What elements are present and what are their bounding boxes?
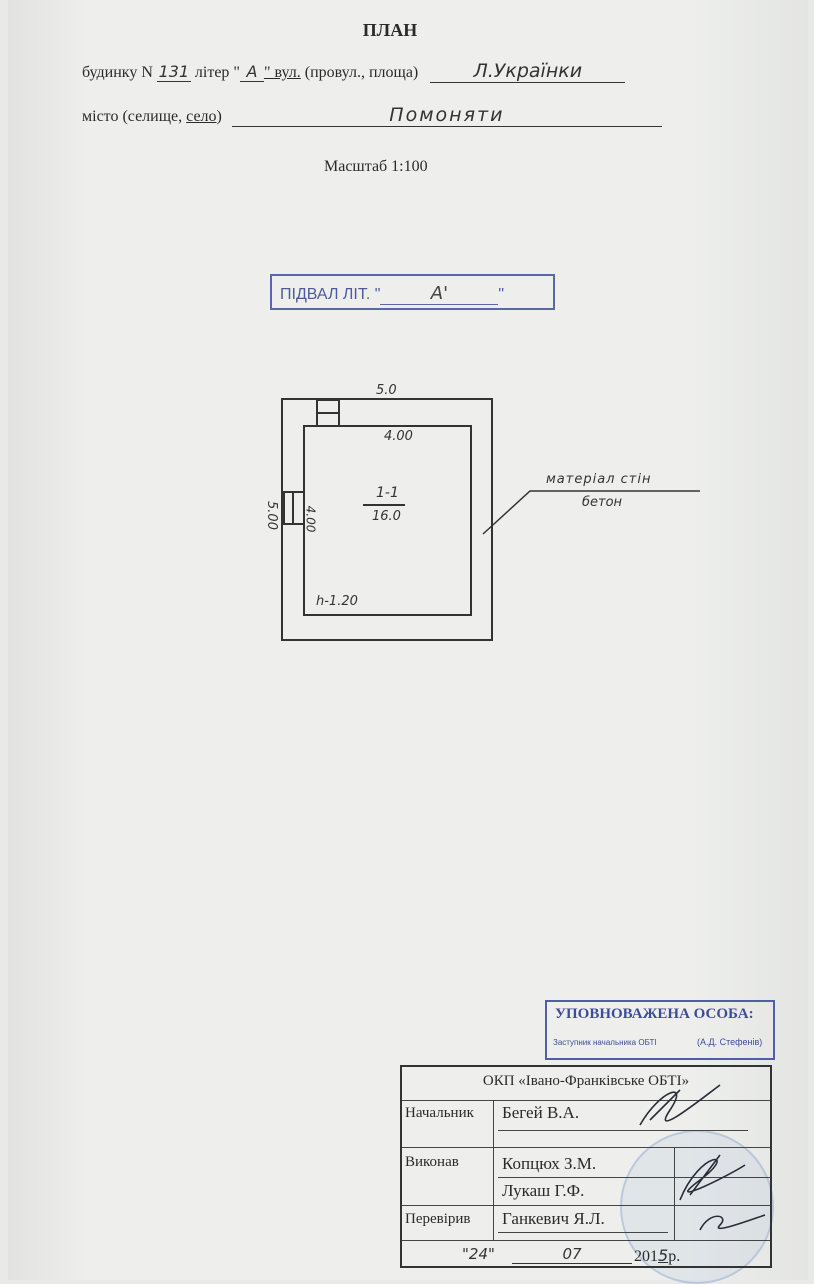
wall-material-label: матеріал стін — [546, 472, 652, 487]
house-number: 131 — [156, 62, 191, 82]
role-performer: Виконав — [405, 1154, 459, 1170]
basement-label-stamp: ПІДВАЛ ЛІТ. "А'" — [270, 274, 555, 310]
date-year-digit: 5 — [658, 1246, 669, 1265]
house-label: будинку N — [82, 64, 153, 81]
name-performer-1: Копцюх З.М. — [502, 1154, 597, 1173]
street-value: Л.Українки — [430, 60, 626, 83]
role-checked: Перевірив — [405, 1211, 471, 1227]
letter-label: літер " — [194, 64, 240, 81]
signature-checked — [699, 1214, 766, 1231]
stamp-title: УПОВНОВАЖЕНА ОСОБА: — [555, 1006, 754, 1022]
city-value: Помоняти — [231, 104, 662, 127]
stamp-position: Заступник начальника ОБТІ — [553, 1038, 657, 1047]
inner-width: 4.00 — [384, 429, 413, 444]
role-head: Начальник — [405, 1105, 474, 1121]
date-month: 07 — [512, 1245, 632, 1264]
letter-value: А — [239, 62, 264, 82]
signature-performer — [679, 1154, 746, 1201]
name-checked: Ганкевич Я.Л. — [502, 1209, 605, 1228]
room-area: 16.0 — [372, 509, 401, 524]
city-line: місто (селище, село) Помоняти — [82, 104, 662, 127]
date-year: 2015р. — [634, 1246, 680, 1266]
city-label-end: ) — [216, 108, 222, 125]
street-type: " вул. — [263, 64, 301, 81]
date-day: "24" — [462, 1245, 495, 1263]
stamp-name: (А.Д. Стефенів) — [697, 1037, 763, 1047]
signature-table: ОКП «Івано-Франківське ОБТІ» Начальник Б… — [400, 1065, 772, 1268]
wall-material: бетон — [582, 495, 623, 510]
city-label: місто (селище, — [82, 108, 187, 125]
scale-label: Масштаб 1:100 — [324, 158, 428, 175]
signature-head — [639, 1084, 721, 1126]
room-height: h-1.20 — [316, 594, 358, 609]
outer-wall — [281, 398, 493, 641]
leader-line — [482, 490, 700, 535]
date-suffix: р. — [668, 1248, 681, 1265]
city-type: село — [186, 108, 217, 125]
page-title: ПЛАН — [362, 20, 418, 40]
street-hint: (провул., площа) — [304, 64, 419, 81]
room-number: 1-1 — [376, 485, 399, 501]
authorized-person-stamp: УПОВНОВАЖЕНА ОСОБА: Заступник начальника… — [545, 1000, 775, 1060]
org-name: ОКП «Івано-Франківське ОБТІ» — [482, 1073, 690, 1089]
name-head: Бегей В.А. — [502, 1103, 580, 1122]
address-line: будинку N 131 літер "А" вул. (провул., п… — [82, 60, 626, 83]
name-performer-2: Лукаш Г.Ф. — [502, 1181, 585, 1200]
basement-label: ПІДВАЛ ЛІТ. " — [280, 286, 381, 303]
basement-value: А' — [380, 283, 499, 305]
basement-end: " — [498, 286, 505, 303]
date-year-prefix: 201 — [634, 1248, 658, 1265]
outer-width: 5.0 — [376, 383, 397, 398]
